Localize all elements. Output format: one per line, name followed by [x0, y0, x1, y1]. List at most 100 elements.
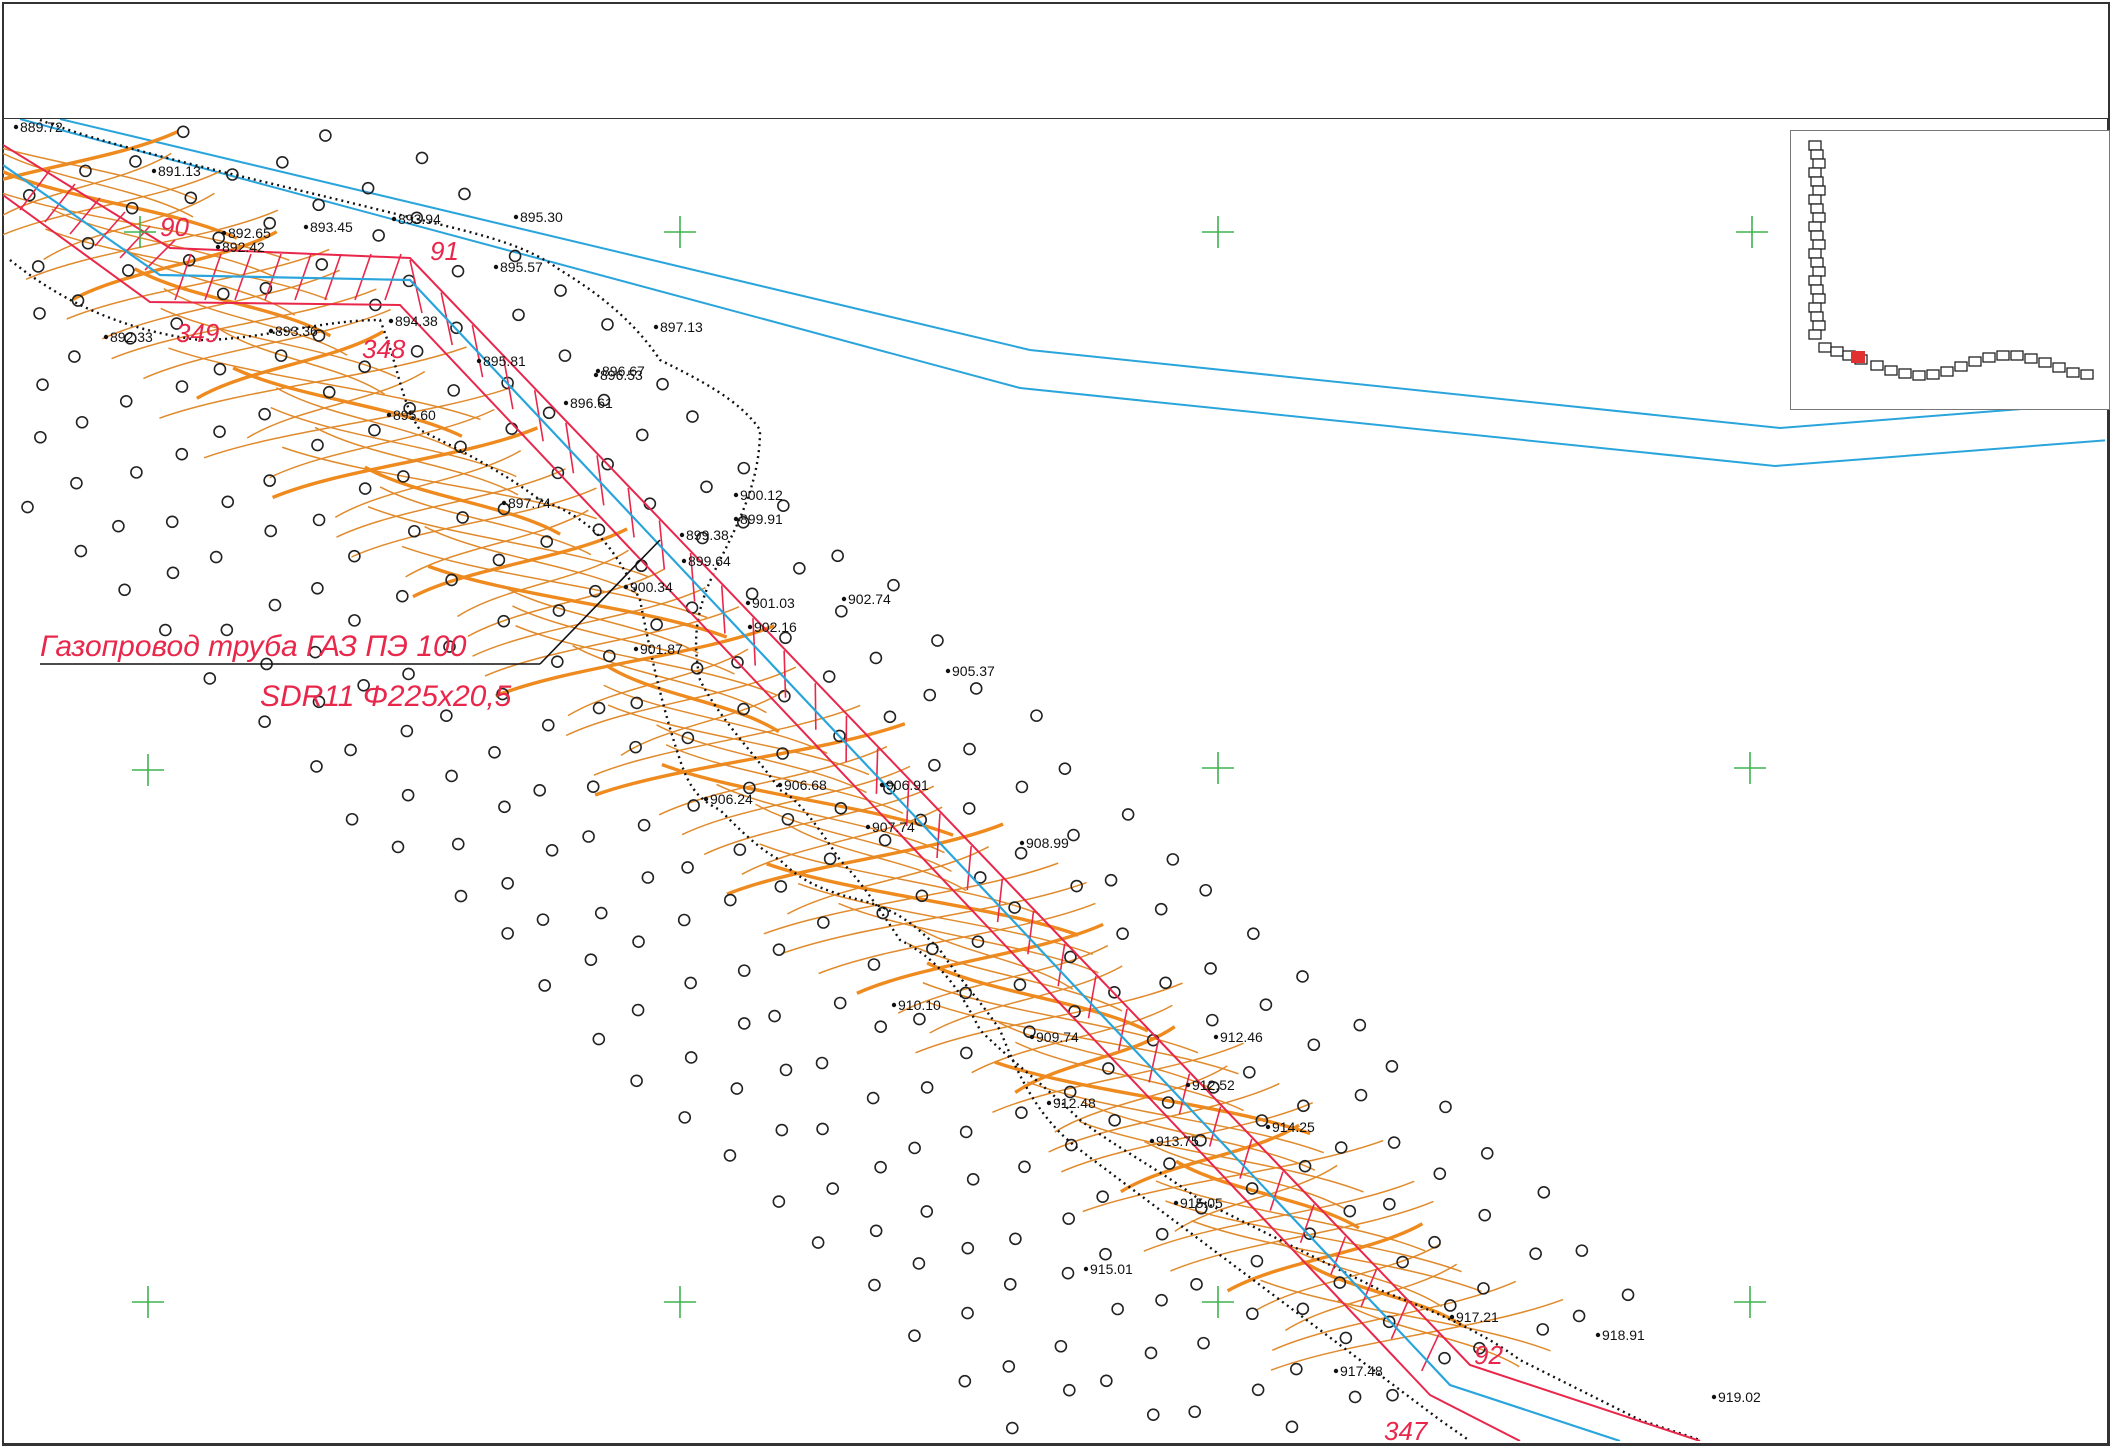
survey-point	[835, 604, 848, 618]
survey-point	[597, 393, 611, 407]
survey-point	[312, 695, 326, 709]
survey-point	[874, 1020, 888, 1034]
survey-point	[1251, 1383, 1265, 1397]
picket-number: 92	[1474, 1340, 1503, 1370]
contour-line	[897, 944, 1109, 1014]
survey-point	[1290, 1362, 1303, 1376]
survey-point	[592, 701, 606, 715]
elevation-point	[653, 324, 659, 330]
survey-point	[445, 573, 458, 587]
survey-point	[776, 747, 789, 760]
elevation-label: 896.53	[600, 367, 643, 383]
elevation-point	[563, 400, 569, 406]
survey-points	[21, 125, 1635, 1435]
pipe-hatch	[69, 197, 101, 235]
elevation-label: 910.10	[898, 997, 941, 1013]
overview-sheet-box	[1808, 167, 1822, 178]
contour-line	[1191, 1220, 1482, 1292]
survey-point	[357, 678, 370, 692]
elevation-label: 891.13	[158, 163, 201, 179]
survey-point	[220, 623, 234, 637]
survey-point	[632, 935, 645, 948]
survey-point	[774, 880, 788, 893]
pipe-hatch	[1027, 911, 1035, 955]
survey-point	[1343, 1204, 1357, 1218]
survey-point	[958, 1374, 972, 1388]
contour-lines	[3, 129, 1564, 1371]
pipe-hatch	[1239, 1138, 1253, 1179]
survey-point	[869, 1224, 883, 1238]
overview-sheet-box	[1812, 158, 1826, 169]
contour-line	[457, 549, 629, 618]
picket-number: 90	[160, 212, 189, 242]
pipeline-label-line1: Газопровод труба ГАЗ ПЭ 100	[40, 630, 467, 663]
survey-point	[678, 1111, 692, 1124]
survey-boundary	[9, 119, 1701, 1441]
survey-point	[1477, 1282, 1490, 1295]
survey-point	[451, 837, 465, 851]
survey-point	[1354, 1088, 1368, 1102]
survey-point	[1067, 828, 1080, 842]
contour-line	[405, 509, 589, 578]
elevation-point	[745, 600, 751, 606]
survey-point	[415, 151, 429, 165]
survey-point	[322, 385, 336, 399]
elevation-point	[476, 358, 482, 364]
elevation-label: 894.38	[395, 313, 438, 329]
survey-point	[961, 1241, 975, 1255]
survey-point	[1383, 1197, 1396, 1211]
survey-point	[21, 500, 34, 514]
elevation-label: 899.38	[686, 527, 729, 543]
survey-point	[737, 702, 750, 716]
overview-sheet-box	[1810, 149, 1824, 160]
overview-sheet-box	[2080, 369, 2094, 380]
survey-point	[586, 780, 600, 793]
survey-point	[488, 745, 501, 759]
survey-point	[397, 470, 410, 483]
contour-line	[3, 129, 179, 182]
pipe-hatch	[1178, 1073, 1191, 1115]
contour-line	[922, 982, 1199, 1054]
survey-point	[1015, 780, 1029, 794]
contour-line	[1026, 1081, 1325, 1154]
overview-sheet-box	[2066, 367, 2080, 378]
survey-point	[1155, 1227, 1169, 1241]
survey-point	[36, 378, 49, 392]
survey-point	[816, 1122, 829, 1136]
survey-point	[551, 655, 564, 668]
contour-line	[856, 922, 1104, 995]
elevation-label: 899.91	[740, 511, 783, 527]
elevation-label: 895.60	[393, 407, 436, 423]
contour-line	[246, 370, 426, 439]
contour-line	[314, 426, 519, 496]
survey-point	[778, 689, 791, 703]
station-number: 348	[362, 334, 406, 364]
contour-line	[3, 152, 172, 216]
survey-point	[182, 253, 196, 267]
survey-point	[496, 687, 509, 701]
elevation-label: 895.30	[520, 209, 563, 225]
survey-point	[545, 843, 559, 857]
survey-point	[1070, 879, 1083, 893]
survey-point	[1245, 1182, 1259, 1195]
pipe-hatch	[1299, 1203, 1315, 1243]
contour-line	[271, 426, 539, 500]
survey-point	[129, 155, 142, 168]
survey-point	[592, 1032, 606, 1046]
survey-point	[650, 618, 663, 631]
survey-point	[125, 201, 139, 215]
survey-point	[216, 287, 230, 301]
pipe-hatch	[1330, 1236, 1347, 1276]
survey-point	[1065, 1138, 1078, 1152]
survey-point	[1154, 902, 1168, 916]
elevation-label: 913.75	[1156, 1133, 1199, 1149]
survey-point	[1298, 1159, 1312, 1173]
contour-line	[72, 230, 278, 301]
survey-point	[960, 1046, 973, 1060]
survey-point	[582, 830, 595, 843]
contour-line	[787, 846, 989, 915]
survey-point	[1247, 927, 1260, 941]
survey-point	[274, 349, 288, 362]
overview-sheet-box	[1808, 302, 1822, 313]
